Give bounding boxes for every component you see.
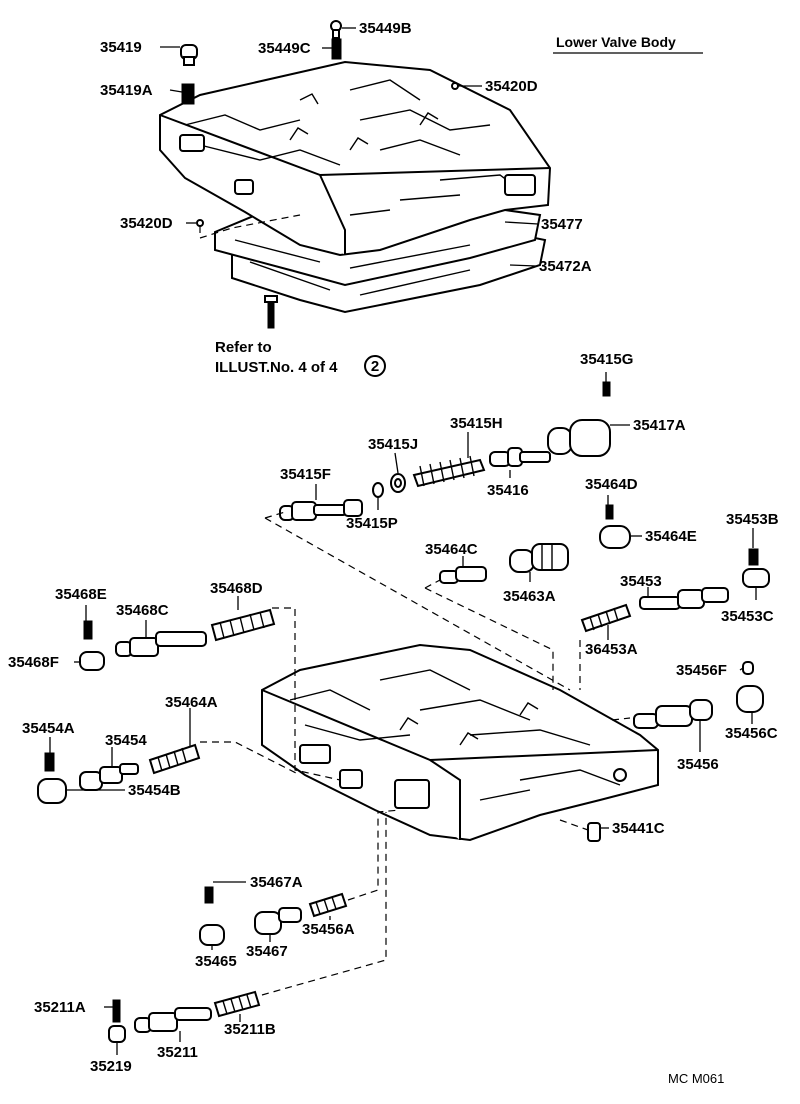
label-35464c: 35464C — [425, 541, 478, 558]
upper-valve-body — [159, 60, 552, 314]
label-35465: 35465 — [195, 953, 237, 970]
bolt-refer — [264, 295, 278, 329]
footer-code: MC M061 — [668, 1071, 724, 1086]
part-35467a-pin — [204, 886, 214, 904]
leader-lines — [49, 27, 757, 1055]
part-35467-valve — [254, 907, 302, 935]
label-35417a: 35417A — [633, 417, 686, 434]
label-35464d: 35464D — [585, 476, 638, 493]
label-35456a: 35456A — [302, 921, 355, 938]
label-35467: 35467 — [246, 943, 288, 960]
reference-line2: ILLUST.No. 4 of 4 — [215, 359, 338, 376]
label-35416: 35416 — [487, 482, 529, 499]
part-35211-valve — [134, 1007, 212, 1033]
label-35219: 35219 — [90, 1058, 132, 1075]
part-35454a-pin — [44, 752, 55, 772]
label-35211: 35211 — [157, 1044, 198, 1061]
part-35219-plug — [108, 1025, 126, 1043]
part-35417a-sleeve — [547, 419, 611, 457]
reference-circle — [364, 355, 386, 377]
label-35449c: 35449C — [258, 40, 311, 57]
part-35420d-ball-top — [451, 82, 459, 90]
label-35420d-left: 35420D — [120, 215, 173, 232]
part-35456-valve — [633, 699, 713, 729]
label-35420d-top: 35420D — [485, 78, 538, 95]
label-36453a: 36453A — [585, 641, 638, 658]
label-35441c: 35441C — [612, 820, 665, 837]
part-35464a-spring — [148, 743, 201, 775]
label-35454: 35454 — [105, 732, 147, 749]
reference-circle-number: 2 — [371, 358, 379, 375]
part-35211a-pin — [112, 999, 121, 1023]
part-35415g-pin — [602, 381, 611, 397]
label-35468e: 35468E — [55, 586, 107, 603]
part-35441c-pin — [587, 822, 601, 842]
part-35464e-plug — [599, 525, 631, 549]
part-35416-valve — [489, 447, 551, 467]
part-35415j-washer — [390, 473, 406, 493]
label-35449b: 35449B — [359, 20, 412, 37]
label-35456c: 35456C — [725, 725, 778, 742]
part-35211b-spring — [213, 990, 261, 1018]
reference-line1: Refer to — [215, 339, 272, 356]
label-35456: 35456 — [677, 756, 719, 773]
part-35468d-spring — [210, 608, 276, 642]
part-35419a-spring — [181, 83, 195, 105]
label-35415g: 35415G — [580, 351, 633, 368]
part-35449c-spring — [331, 38, 342, 60]
label-35419: 35419 — [100, 39, 142, 56]
label-35453: 35453 — [620, 573, 662, 590]
lower-valve-body — [261, 643, 659, 842]
part-35453-valve — [639, 587, 729, 610]
label-35454b: 35454B — [128, 782, 181, 799]
label-35211a: 35211A — [34, 999, 86, 1016]
label-35464e: 35464E — [645, 528, 697, 545]
label-35467a: 35467A — [250, 874, 303, 891]
part-35468c-valve — [115, 631, 207, 657]
part-35415f-valve — [279, 499, 363, 521]
diagram-title: Lower Valve Body — [556, 34, 676, 50]
label-35464a: 35464A — [165, 694, 218, 711]
part-35464c-valve — [439, 566, 487, 584]
label-35453c: 35453C — [721, 608, 774, 625]
part-35464d-pin — [605, 504, 614, 520]
label-35477: 35477 — [541, 216, 583, 233]
part-35463a-valve — [509, 543, 569, 573]
label-35454a: 35454A — [22, 720, 75, 737]
part-35465-plug — [199, 924, 225, 946]
label-35463a: 35463A — [503, 588, 556, 605]
assembly-lines — [199, 214, 631, 996]
reference-note: Refer to ILLUST.No. 4 of 4 2 — [215, 339, 386, 377]
part-35456f-pin — [742, 661, 754, 675]
label-35468f: 35468F — [8, 654, 59, 671]
part-35449b-pin — [330, 20, 342, 39]
label-35419a: 35419A — [100, 82, 153, 99]
label-35415h: 35415H — [450, 415, 503, 432]
part-labels: 35419 35419A 35449B 35449C 35420D 35420D… — [8, 20, 779, 1075]
part-35454b-plug — [37, 778, 67, 804]
label-35415p: 35415P — [346, 515, 398, 532]
part-35420d-ball-left — [196, 219, 204, 227]
part-35453c-plug — [742, 568, 770, 588]
label-35415f: 35415F — [280, 466, 331, 483]
part-35456c-plug — [736, 685, 764, 713]
label-35468d: 35468D — [210, 580, 263, 597]
part-35468f-plug — [79, 651, 105, 671]
part-35468e-pin — [83, 620, 93, 640]
part-36453a-spring — [580, 603, 632, 633]
part-35453b-pin — [748, 548, 759, 566]
label-35468c: 35468C — [116, 602, 169, 619]
part-35415p-clip — [372, 482, 384, 498]
part-35456a-spring — [308, 892, 348, 918]
label-35415j: 35415J — [368, 436, 418, 453]
label-35472a: 35472A — [539, 258, 592, 275]
part-35419-plug — [180, 44, 198, 66]
label-35453b: 35453B — [726, 511, 779, 528]
part-35415h-spring — [412, 455, 486, 488]
label-35456f: 35456F — [676, 662, 727, 679]
label-35211b: 35211B — [224, 1021, 276, 1038]
